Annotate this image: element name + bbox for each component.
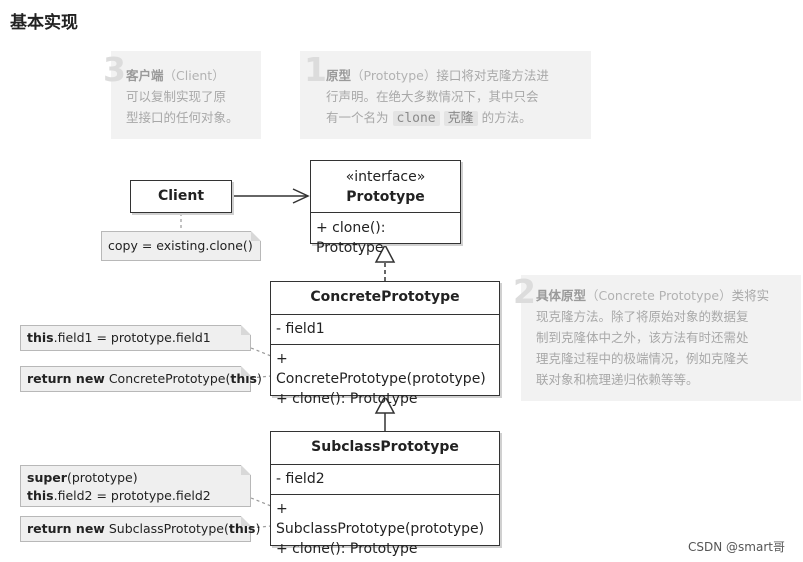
- callout-number: 2: [513, 272, 536, 311]
- method: + clone(): Prototype: [316, 220, 386, 256]
- concrete-ctor-note: this.field1 = prototype.field1: [20, 325, 251, 351]
- method: + clone(): Prototype: [276, 391, 418, 407]
- concrete-clone-note: return new ConcretePrototype(this): [20, 366, 262, 392]
- fields-section: - field2: [271, 465, 499, 495]
- concrete-prototype-class: ConcretePrototype - field1 + ConcretePro…: [270, 281, 500, 407]
- code-chip-clone-cn: 克隆: [443, 111, 478, 126]
- callout-text: 理克隆过程中的极端情况，例如克隆关: [536, 351, 749, 366]
- subclass-prototype-class: SubclassPrototype - field2 + SubclassPro…: [270, 431, 500, 557]
- credit-watermark: CSDN @smart哥: [688, 540, 785, 554]
- note-text: copy = existing.clone(): [108, 238, 253, 253]
- prototype-interface: «interface» Prototype + clone(): Prototy…: [310, 160, 461, 256]
- callout-text: 的方法。: [481, 110, 532, 125]
- field: - field1: [276, 321, 325, 337]
- methods-section: + clone(): Prototype: [311, 213, 460, 256]
- note-fold-icon: [241, 325, 251, 335]
- method: + clone(): Prototype: [276, 541, 418, 557]
- callout-term: 客户端: [126, 68, 164, 83]
- class-name: Prototype: [346, 189, 425, 205]
- field: - field2: [276, 471, 325, 487]
- keyword: return new: [27, 521, 105, 536]
- note-text: SubclassPrototype(: [104, 521, 229, 536]
- method: + ConcretePrototype(prototype): [276, 351, 486, 387]
- note-text: ConcretePrototype(: [104, 371, 231, 386]
- keyword: return new: [27, 371, 105, 386]
- methods-section: + SubclassPrototype(prototype) + clone()…: [271, 495, 499, 557]
- callout-text: 有一个名为: [326, 110, 389, 125]
- callout-text: 现克隆方法。除了将原始对象的数据复: [536, 309, 749, 324]
- stereotype-label: «interface»: [345, 169, 426, 185]
- prototype-callout: 1 原型（Prototype）接口将对克隆方法进 行声明。在绝大多数情况下，其中…: [300, 51, 591, 139]
- note-fold-icon: [241, 465, 251, 475]
- client-copy-note: copy = existing.clone(): [101, 231, 261, 261]
- method: + SubclassPrototype(prototype): [276, 501, 485, 537]
- callout-text: 可以复制实现了原: [126, 89, 227, 104]
- callout-number: 1: [304, 50, 327, 89]
- callout-text: 联对象和梳理递归依赖等等。: [536, 372, 699, 387]
- callout-term: 具体原型: [536, 288, 587, 303]
- note-text: ): [255, 521, 261, 536]
- callout-text: 型接口的任何对象。: [126, 110, 239, 125]
- note-text: .field1 = prototype.field1: [53, 330, 211, 345]
- callout-text: 类将实: [731, 288, 770, 303]
- fields-section: - field1: [271, 315, 499, 345]
- callout-text: 接口将对克隆方法进: [436, 68, 549, 83]
- class-name: Client: [157, 188, 205, 204]
- subclass-ctor-note: super(prototype) this.field2 = prototype…: [20, 465, 251, 507]
- callout-term: 原型: [326, 68, 352, 83]
- note-text: ): [256, 371, 262, 386]
- callout-text: 制到克隆体中之外，该方法有时还需处: [536, 330, 749, 345]
- subclass-clone-note: return new SubclassPrototype(this): [20, 516, 260, 542]
- class-name: ConcretePrototype: [271, 282, 499, 315]
- concrete-callout: 2 具体原型（Concrete Prototype）类将实 现克隆方法。除了将原…: [513, 275, 801, 401]
- note-text: .field2 = prototype.field2: [53, 488, 211, 503]
- note-text: (prototype): [66, 470, 138, 485]
- callout-paren: （Client）: [163, 68, 225, 83]
- callout-text: 行声明。在绝大多数情况下，其中只会: [326, 89, 539, 104]
- page-title: 基本实现: [10, 13, 78, 33]
- callout-paren: （Concrete Prototype）: [586, 288, 732, 303]
- methods-section: + ConcretePrototype(prototype) + clone()…: [271, 345, 499, 407]
- class-name: SubclassPrototype: [271, 432, 499, 465]
- keyword: this: [27, 330, 54, 345]
- code-chip-clone: clone: [392, 111, 440, 126]
- client-callout: 3 客户端（Client） 可以复制实现了原 型接口的任何对象。: [103, 51, 261, 139]
- note-fold-icon: [241, 516, 251, 526]
- keyword: this: [27, 488, 54, 503]
- callout-paren: （Prototype）: [351, 68, 437, 83]
- callout-number: 3: [103, 50, 126, 89]
- client-class: Client: [130, 180, 232, 213]
- class-header: «interface» Prototype: [311, 161, 460, 213]
- note-fold-icon: [241, 366, 251, 376]
- keyword: super: [27, 470, 67, 485]
- note-fold-icon: [251, 231, 261, 241]
